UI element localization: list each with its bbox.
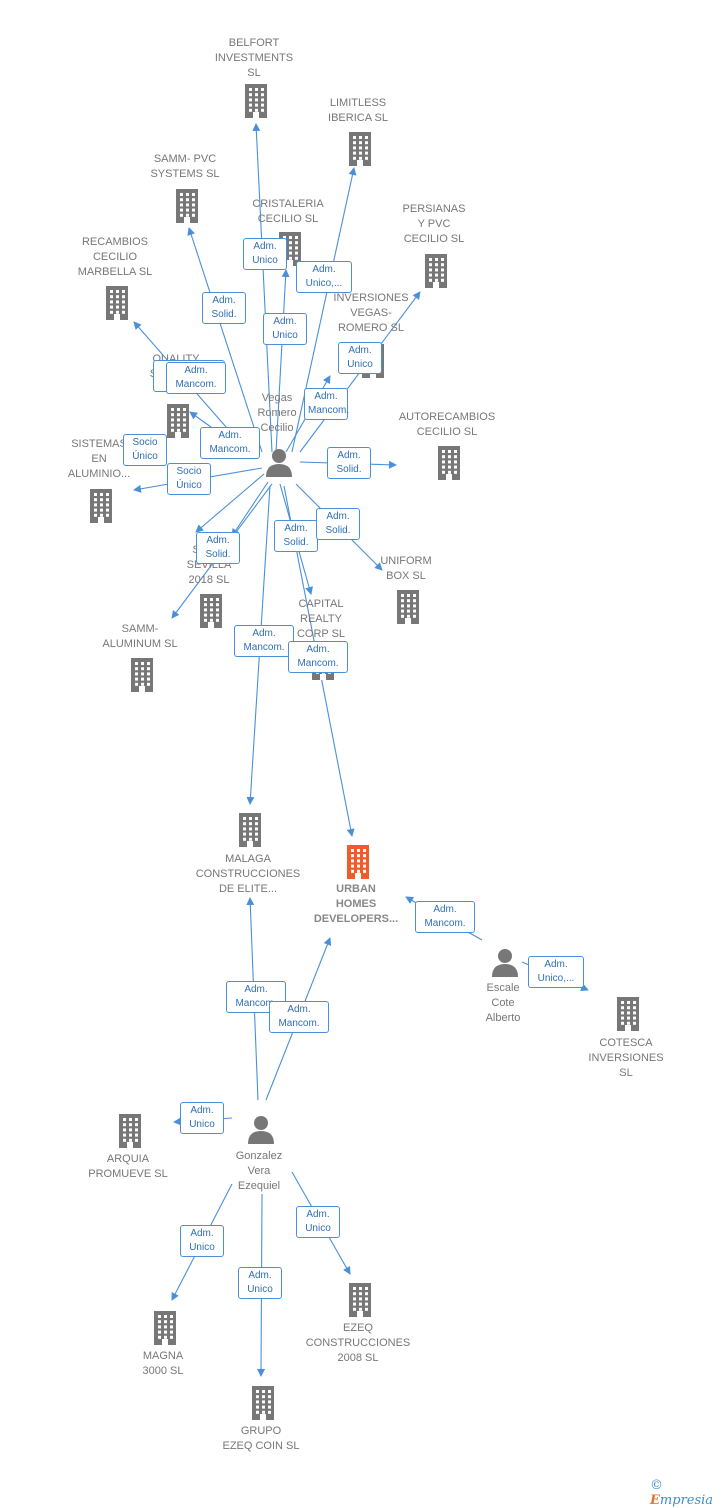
edge-label-adm-mancom[interactable]: Adm. Mancom. <box>415 901 475 933</box>
node-label-autorecambios[interactable]: AUTORECAMBIOS CECILIO SL <box>398 411 496 438</box>
person-icon[interactable] <box>246 1114 276 1144</box>
edge-label-adm-solid[interactable]: Adm. Solid. <box>202 292 246 324</box>
edge-label-adm-mancom[interactable]: Adm. Mancom. <box>304 388 349 420</box>
edge-label-adm-unico[interactable]: Adm. Unico <box>180 1225 224 1257</box>
node-label-urban[interactable]: URBAN HOMES DEVELOPERS... <box>313 883 399 925</box>
building-icon[interactable] <box>421 252 451 288</box>
node-label-belfort[interactable]: BELFORT INVESTMENTS SL <box>214 37 294 79</box>
edge-label-adm-unico[interactable]: Adm. Unico <box>263 313 307 345</box>
edge-label-adm-mancom[interactable]: Adm. Mancom. <box>288 641 348 673</box>
building-icon[interactable] <box>102 284 132 320</box>
edge-label-adm-mancom[interactable]: Adm. Mancom. <box>200 427 260 459</box>
edge-vegas-to-belfort <box>252 123 273 453</box>
edge-label-adm-solid[interactable]: Adm. Solid. <box>327 447 371 479</box>
node-label-sistemas[interactable]: SISTEMAS EN ALUMINIO... <box>67 438 131 480</box>
edge-label-adm-unico[interactable]: Adm. Unico,... <box>528 956 584 988</box>
node-label-recambios[interactable]: RECAMBIOS CECILIO MARBELLA SL <box>77 236 153 278</box>
edge-label-socio-nico[interactable]: Socio Único <box>123 434 167 466</box>
node-label-gonzalez[interactable]: Gonzalez Vera Ezequiel <box>235 1150 283 1192</box>
building-icon[interactable] <box>613 995 643 1031</box>
edge-label-adm-mancom[interactable]: Adm. Mancom. <box>166 362 226 394</box>
node-label-magna[interactable]: MAGNA 3000 SL <box>142 1350 184 1377</box>
building-icon[interactable] <box>434 444 464 480</box>
edge-label-adm-unico[interactable]: Adm. Unico <box>243 238 287 270</box>
person-icon[interactable] <box>264 447 294 477</box>
building-icon[interactable] <box>86 487 116 523</box>
building-icon[interactable] <box>127 656 157 692</box>
edge-vegas-to-cristaleria <box>275 269 290 453</box>
building-icon[interactable] <box>393 588 423 624</box>
copyright-icon: © <box>650 1478 663 1493</box>
building-icon[interactable] <box>248 1384 278 1420</box>
edge-label-adm-mancom[interactable]: Adm. Mancom. <box>234 625 294 657</box>
building-icon[interactable] <box>345 1281 375 1317</box>
building-icon[interactable] <box>345 130 375 166</box>
node-label-capital[interactable]: CAPITAL REALTY CORP SL <box>296 598 346 640</box>
building-icon[interactable] <box>163 402 193 438</box>
edge-label-adm-unico[interactable]: Adm. Unico <box>180 1102 224 1134</box>
node-label-limitless[interactable]: LIMITLESS IBERICA SL <box>328 97 388 124</box>
edge-label-adm-unico[interactable]: Adm. Unico <box>338 342 382 374</box>
node-label-persianas[interactable]: PERSIANAS Y PVC CECILIO SL <box>402 203 466 245</box>
building-icon[interactable] <box>343 843 373 879</box>
node-label-cristaleria[interactable]: CRISTALERIA CECILIO SL <box>252 198 324 225</box>
edge-label-adm-solid[interactable]: Adm. Solid. <box>196 532 240 564</box>
node-label-escale[interactable]: Escale Cote Alberto <box>485 982 521 1024</box>
brand-initial: E <box>650 1493 660 1508</box>
node-label-sammalu[interactable]: SAMM- ALUMINUM SL <box>102 623 178 650</box>
edge-vegas-to-sevilla <box>195 473 265 533</box>
edge-vegas-to-limitless <box>291 167 357 453</box>
edge-label-adm-unico[interactable]: Adm. Unico,... <box>296 261 352 293</box>
edge-label-socio-nico[interactable]: Socio Único <box>167 463 211 495</box>
node-label-malaga[interactable]: MALAGA CONSTRUCCIONES DE ELITE... <box>195 853 301 895</box>
edge-label-adm-solid[interactable]: Adm. Solid. <box>274 520 318 552</box>
node-label-sammpvc[interactable]: SAMM- PVC SYSTEMS SL <box>150 153 220 180</box>
edge-label-adm-mancom[interactable]: Adm. Mancom. <box>269 1001 329 1033</box>
edge-label-adm-unico[interactable]: Adm. Unico <box>238 1267 282 1299</box>
node-label-vegas[interactable]: Vegas Romero Cecilio <box>257 392 297 434</box>
node-label-cotesca[interactable]: COTESCA INVERSIONES SL <box>588 1037 664 1079</box>
building-icon[interactable] <box>235 811 265 847</box>
node-label-uniform[interactable]: UNIFORM BOX SL <box>380 555 432 582</box>
node-label-inversiones[interactable]: INVERSIONES VEGAS- ROMERO SL <box>333 292 409 334</box>
edge-label-adm-solid[interactable]: Adm. Solid. <box>316 508 360 540</box>
building-icon[interactable] <box>241 82 271 118</box>
building-icon[interactable] <box>196 592 226 628</box>
node-label-arquia[interactable]: ARQUIA PROMUEVE SL <box>88 1153 168 1180</box>
building-icon[interactable] <box>150 1309 180 1345</box>
edge-vegas-to-sevilla <box>231 481 269 537</box>
building-icon[interactable] <box>172 187 202 223</box>
node-label-ezeq[interactable]: EZEQ CONSTRUCCIONES 2008 SL <box>305 1322 411 1364</box>
node-label-grupo[interactable]: GRUPO EZEQ COIN SL <box>222 1425 300 1452</box>
person-icon[interactable] <box>490 947 520 977</box>
brand-name: mpresia <box>659 1493 714 1508</box>
edge-label-adm-unico[interactable]: Adm. Unico <box>296 1206 340 1238</box>
edge-vegas-to-sammpvc <box>187 227 263 453</box>
footer-credit: © Empresia <box>650 1478 728 1508</box>
building-icon[interactable] <box>115 1112 145 1148</box>
